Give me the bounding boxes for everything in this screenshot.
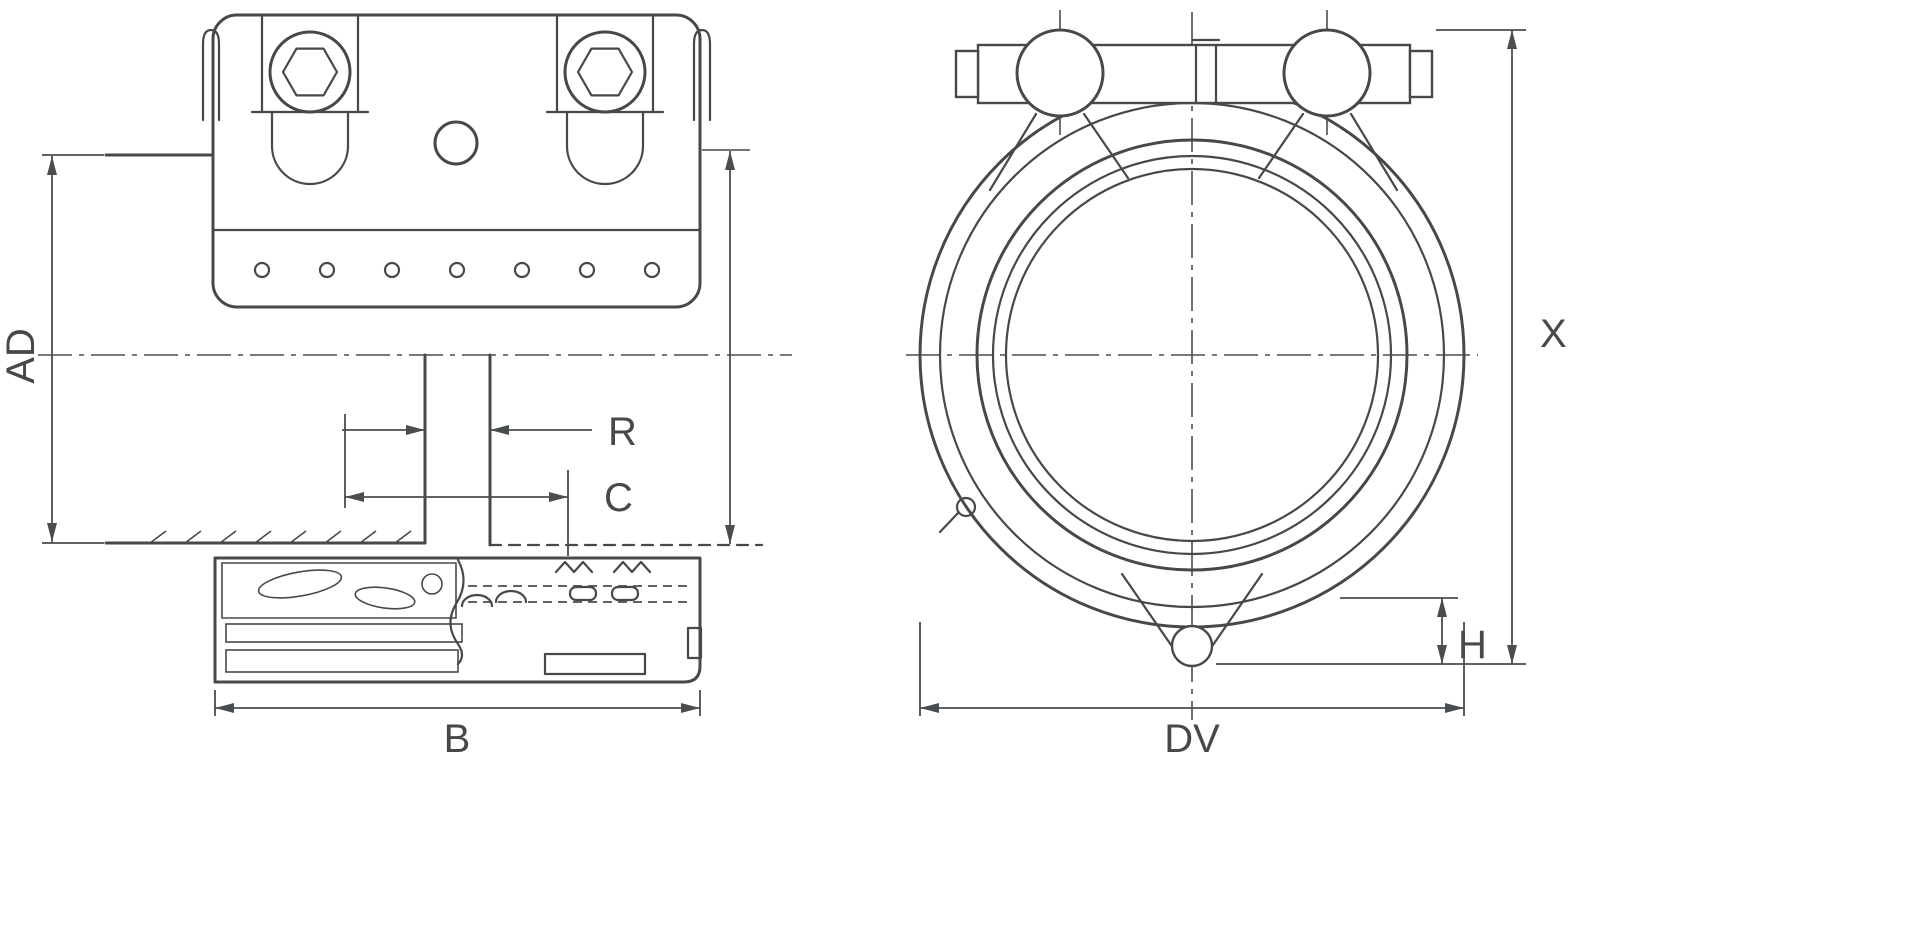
center-spacer bbox=[1191, 38, 1221, 105]
band-holes bbox=[253, 261, 661, 279]
dim-label-r: R bbox=[608, 410, 637, 454]
bolt-bar-assembly bbox=[954, 28, 1434, 192]
center-hole bbox=[433, 120, 479, 166]
pipe-outer-circle bbox=[975, 138, 1409, 572]
dimension-DV: DV bbox=[919, 622, 1465, 761]
dimension-H: H bbox=[1340, 597, 1487, 667]
dimension-X: X bbox=[1216, 29, 1567, 665]
closure-plate-lower bbox=[225, 649, 459, 673]
seal-circle bbox=[991, 154, 1393, 556]
right-side-tab bbox=[692, 28, 712, 122]
pipe-side bbox=[104, 149, 764, 547]
dimension-R: R bbox=[342, 410, 637, 454]
rubber-gasket bbox=[221, 562, 457, 619]
left-bolt-assembly bbox=[250, 13, 370, 186]
hex-socket bbox=[576, 47, 634, 97]
dimension-AD: AD bbox=[0, 154, 104, 544]
left-side-tab bbox=[201, 28, 221, 122]
bolt-end-left bbox=[954, 49, 980, 99]
side-lug bbox=[938, 496, 977, 534]
dim-label-h: H bbox=[1458, 623, 1487, 667]
hex-bolt-head bbox=[268, 30, 352, 114]
left-bolt-circle bbox=[1015, 28, 1105, 118]
right-bolt-circle bbox=[1282, 28, 1372, 118]
pipe-surface-ticks bbox=[149, 530, 412, 544]
bottom-closure bbox=[1120, 572, 1264, 668]
dimension-B: B bbox=[214, 690, 701, 761]
dim-label-ad: AD bbox=[0, 328, 43, 384]
closure-plate-upper bbox=[225, 623, 463, 643]
clamp-housing bbox=[201, 13, 712, 309]
bolt-end-right bbox=[1408, 49, 1434, 99]
front-view: X H DV bbox=[906, 10, 1567, 761]
right-bolt-assembly bbox=[545, 13, 665, 186]
seal-cross-section bbox=[213, 556, 703, 684]
side-section-view: AD R C B bbox=[0, 13, 792, 761]
dim-label-b: B bbox=[444, 717, 471, 761]
anchor-ring-detail bbox=[449, 558, 703, 676]
pipe-bore-circle bbox=[1004, 167, 1380, 543]
saddle-links bbox=[988, 112, 1399, 192]
dim-label-dv: DV bbox=[1164, 717, 1220, 761]
hex-socket bbox=[281, 47, 339, 97]
hex-bolt-head bbox=[563, 30, 647, 114]
dimension-C: C bbox=[344, 414, 633, 556]
dim-label-x: X bbox=[1540, 312, 1567, 356]
closure-pin bbox=[1170, 624, 1214, 668]
dim-label-c: C bbox=[604, 476, 633, 520]
